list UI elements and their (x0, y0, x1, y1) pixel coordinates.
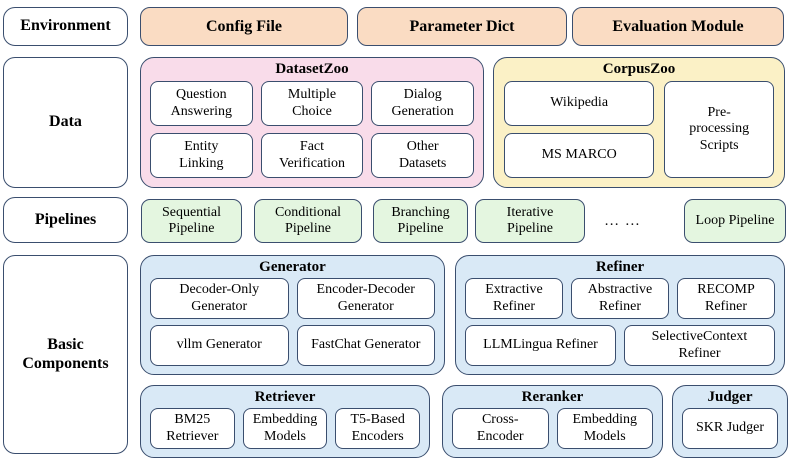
refiner-row-2: LLMLingua Refiner SelectiveContext Refin… (465, 325, 775, 366)
box-embedding-models-reranker: Embedding Models (556, 408, 653, 449)
box-iterative-pipeline: Iterative Pipeline (475, 199, 585, 243)
panel-corpus-zoo: CorpusZoo Wikipedia MS MARCO Pre- proces… (493, 57, 785, 188)
retriever-row: BM25 Retriever Embedding Models T5-Based… (150, 408, 421, 449)
reranker-row: Cross- Encoder Embedding Models (452, 408, 653, 449)
box-vllm-generator: vllm Generator (150, 325, 289, 366)
section-label-environment: Environment (3, 7, 128, 46)
generator-row-1: Decoder-Only Generator Encoder-Decoder G… (150, 278, 435, 319)
box-multiple-choice: Multiple Choice (260, 81, 364, 126)
dataset-zoo-title: DatasetZoo (275, 61, 349, 77)
box-decoder-only-generator: Decoder-Only Generator (150, 278, 289, 319)
box-encoder-decoder-generator: Encoder-Decoder Generator (296, 278, 435, 319)
box-dialog-generation: Dialog Generation (371, 81, 474, 126)
reranker-title: Reranker (521, 389, 584, 405)
box-preprocessing-scripts: Pre- processing Scripts (664, 81, 774, 178)
box-cross-encoder: Cross- Encoder (452, 408, 549, 449)
generator-row-2: vllm Generator FastChat Generator (150, 325, 435, 366)
refiner-body: Extractive Refiner Abstractive Refiner R… (456, 277, 784, 374)
box-conditional-pipeline: Conditional Pipeline (254, 199, 362, 243)
box-abstractive-refiner: Abstractive Refiner (571, 278, 669, 319)
box-selectivecontext-refiner: SelectiveContext Refiner (624, 325, 775, 366)
box-config-file: Config File (140, 7, 348, 46)
judger-body: SKR Judger (673, 407, 787, 457)
refiner-title: Refiner (595, 259, 645, 275)
box-t5-based-encoders: T5-Based Encoders (335, 408, 421, 449)
box-llmlingua-refiner: LLMLingua Refiner (465, 325, 616, 366)
refiner-row-1: Extractive Refiner Abstractive Refiner R… (465, 278, 775, 319)
box-bm25-retriever: BM25 Retriever (150, 408, 235, 449)
reranker-body: Cross- Encoder Embedding Models (443, 407, 662, 457)
box-sequential-pipeline: Sequential Pipeline (141, 199, 242, 243)
box-recomp-refiner: RECOMP Refiner (677, 278, 775, 319)
box-evaluation-module: Evaluation Module (572, 7, 784, 46)
corpus-zoo-body: Wikipedia MS MARCO Pre- processing Scrip… (494, 79, 784, 187)
retriever-body: BM25 Retriever Embedding Models T5-Based… (141, 407, 429, 457)
retriever-title: Retriever (254, 389, 316, 405)
dataset-zoo-grid: Question Answering Multiple Choice Dialo… (141, 79, 483, 187)
box-embedding-models-retriever: Embedding Models (242, 408, 328, 449)
box-skr-judger: SKR Judger (682, 408, 778, 449)
box-fastchat-generator: FastChat Generator (296, 325, 435, 366)
box-entity-linking: Entity Linking (150, 133, 253, 178)
box-ms-marco: MS MARCO (504, 133, 655, 178)
box-fact-verification: Fact Verification (260, 133, 364, 178)
box-wikipedia: Wikipedia (504, 81, 655, 126)
corpus-zoo-title: CorpusZoo (602, 61, 676, 77)
box-question-answering: Question Answering (150, 81, 253, 126)
panel-dataset-zoo: DatasetZoo Question Answering Multiple C… (140, 57, 484, 188)
corpus-zoo-left-column: Wikipedia MS MARCO (504, 81, 655, 178)
section-label-basic-components: Basic Components (3, 255, 128, 454)
box-parameter-dict: Parameter Dict (357, 7, 567, 46)
judger-row: SKR Judger (682, 408, 778, 449)
section-label-pipelines: Pipelines (3, 197, 128, 243)
panel-judger: Judger SKR Judger (672, 385, 788, 458)
box-extractive-refiner: Extractive Refiner (465, 278, 563, 319)
box-branching-pipeline: Branching Pipeline (373, 199, 468, 243)
panel-refiner: Refiner Extractive Refiner Abstractive R… (455, 255, 785, 375)
panel-reranker: Reranker Cross- Encoder Embedding Models (442, 385, 663, 458)
generator-title: Generator (259, 259, 326, 275)
pipelines-ellipsis: … … (604, 212, 641, 229)
box-loop-pipeline: Loop Pipeline (684, 199, 786, 243)
section-label-data: Data (3, 57, 128, 188)
box-other-datasets: Other Datasets (371, 133, 474, 178)
generator-body: Decoder-Only Generator Encoder-Decoder G… (141, 277, 444, 374)
panel-retriever: Retriever BM25 Retriever Embedding Model… (140, 385, 430, 458)
judger-title: Judger (707, 389, 753, 405)
panel-generator: Generator Decoder-Only Generator Encoder… (140, 255, 445, 375)
